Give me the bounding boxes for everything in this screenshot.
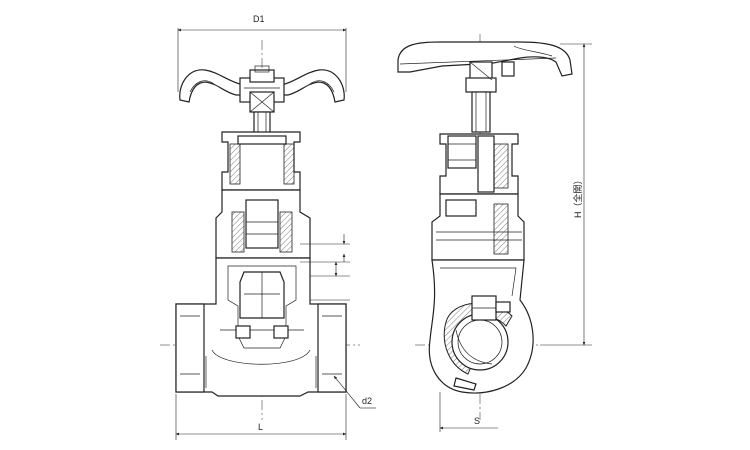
- front-view: D1 L d2: [160, 14, 376, 440]
- dim-label-s: S: [474, 416, 480, 426]
- dim-label-d1: D1: [253, 14, 265, 24]
- dim-label-l: L: [258, 422, 263, 432]
- side-view: S H（全開）: [397, 34, 592, 432]
- dim-label-d2: d2: [362, 396, 372, 406]
- dim-label-h: H（全開）: [572, 176, 583, 219]
